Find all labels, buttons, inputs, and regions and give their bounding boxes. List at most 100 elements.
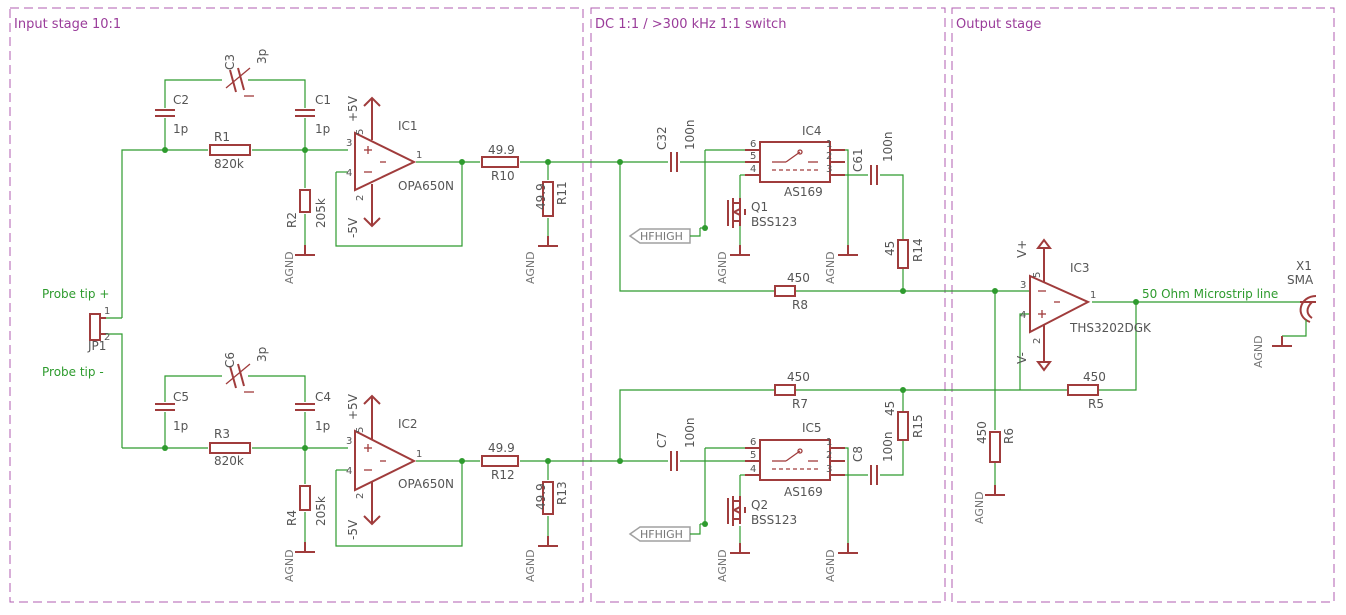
svg-text:HFHIGH: HFHIGH [640,528,683,541]
svg-text:C3: C3 [223,54,237,70]
svg-text:C4: C4 [315,390,331,404]
resistor-r6: 450 R6 [975,421,1016,463]
svg-text:5: 5 [750,151,756,162]
trimmer-capacitor-c3: C3 3p [223,49,269,97]
svg-text:3: 3 [346,436,352,447]
svg-text:1: 1 [416,449,422,460]
svg-text:4: 4 [1020,310,1026,321]
switch-bottom-channel: C7 100n 6 5 4 1 2 3 IC5 AS169 [617,370,1068,582]
frame-title-switch: DC 1:1 / >300 kHz 1:1 switch [595,17,786,32]
svg-text:AGND: AGND [716,549,729,582]
svg-text:450: 450 [787,370,810,384]
ground-x1 [1272,336,1292,347]
svg-text:5: 5 [355,129,366,135]
svg-text:R15: R15 [911,414,925,438]
svg-text:1p: 1p [173,122,188,136]
svg-text:3p: 3p [255,347,269,362]
agnd-label: AGND [283,251,296,284]
svg-text:5: 5 [750,450,756,461]
svg-text:2: 2 [1032,338,1043,344]
svg-text:3p: 3p [255,49,269,64]
frame-title-output: Output stage [956,17,1041,32]
svg-text:49.9: 49.9 [488,441,515,455]
svg-text:450: 450 [975,421,989,444]
net-microstrip: 50 Ohm Microstrip line [1142,287,1278,301]
svg-text:+5V: +5V [346,95,360,122]
svg-text:R14: R14 [911,238,925,262]
svg-text:6: 6 [750,437,756,448]
svg-text:IC5: IC5 [802,421,822,435]
opamp-ic2: 3 4 1 5 2 +5V -5V IC2 OPA650N [346,393,454,540]
svg-text:1: 1 [104,306,110,317]
svg-text:IC2: IC2 [398,417,418,431]
svg-text:HFHIGH: HFHIGH [640,230,683,243]
svg-text:4: 4 [750,464,756,475]
svg-text:R12: R12 [491,468,515,482]
svg-text:49.9: 49.9 [534,483,548,510]
svg-text:C32: C32 [655,126,669,150]
svg-text:5: 5 [1032,272,1043,278]
svg-text:2: 2 [826,450,832,461]
svg-text:AGND: AGND [973,491,986,524]
capacitor-c4: C4 1p [295,390,331,433]
resistor-r2: R2 205k [285,189,328,228]
svg-text:4: 4 [346,168,352,179]
svg-text:1: 1 [416,150,422,161]
svg-text:AGND: AGND [524,251,537,284]
svg-text:AS169: AS169 [784,485,823,499]
svg-text:100n: 100n [881,431,895,462]
sma-connector-x1: X1 SMA [1282,259,1317,337]
svg-text:R13: R13 [555,481,569,505]
svg-text:2: 2 [826,151,832,162]
resistor-r5: 450 R5 [1067,370,1106,411]
svg-text:4: 4 [346,466,352,477]
svg-text:AGND: AGND [1252,335,1265,368]
resistor-r12: 49.9 R12 [481,441,519,482]
resistor-r13: 49.9 R13 [534,481,569,515]
svg-text:205k: 205k [314,198,328,228]
capacitor-c61: C61 100n [851,131,895,185]
resistor-r4: R4 205k [285,485,328,526]
svg-text:2: 2 [104,332,110,343]
resistor-r3: R3 820k [209,427,251,468]
svg-text:R6: R6 [1002,428,1016,444]
svg-text:AGND: AGND [524,549,537,582]
svg-text:BSS123: BSS123 [751,215,797,229]
svg-text:V+: V+ [1015,240,1029,258]
frame-output-stage [951,7,1335,603]
svg-text:AGND: AGND [283,549,296,582]
svg-text:1p: 1p [315,419,330,433]
net-probe-plus: Probe tip + [42,287,109,301]
svg-text:C8: C8 [851,446,865,462]
svg-text:1p: 1p [315,122,330,136]
svg-text:3: 3 [826,464,832,475]
svg-text:3: 3 [346,138,352,149]
capacitor-c8: C8 100n [851,431,895,485]
opamp-ic1: 3 4 1 5 2 +5V -5V IC1 OPA650N [346,95,454,238]
svg-text:R8: R8 [792,298,808,312]
svg-text:R4: R4 [285,510,299,526]
svg-text:45: 45 [883,241,897,256]
svg-text:AGND: AGND [824,251,837,284]
svg-text:2: 2 [355,493,366,499]
opamp-ic3: 3 4 1 5 2 V+ V- IC3 THS3202DGK [1015,238,1152,372]
svg-text:C1: C1 [315,93,331,107]
input-top-channel: C2 1p C1 1p C3 3p R1 820k R2 2 [121,49,620,318]
svg-text:Q1: Q1 [751,200,768,214]
svg-text:3: 3 [1020,280,1026,291]
svg-text:JP1: JP1 [87,339,106,353]
resistor-r8: 450 R8 [774,271,810,312]
svg-text:THS3202DGK: THS3202DGK [1069,321,1152,335]
svg-text:V-: V- [1015,352,1029,364]
svg-text:1: 1 [826,437,832,448]
svg-text:C5: C5 [173,390,189,404]
svg-text:6: 6 [750,139,756,150]
svg-text:AGND: AGND [824,549,837,582]
svg-text:C61: C61 [851,148,865,172]
svg-text:450: 450 [1083,370,1106,384]
trimmer-capacitor-c6: C6 3p [223,347,269,393]
svg-text:49.9: 49.9 [534,183,548,210]
svg-text:AS169: AS169 [784,185,823,199]
svg-text:5: 5 [355,427,366,433]
